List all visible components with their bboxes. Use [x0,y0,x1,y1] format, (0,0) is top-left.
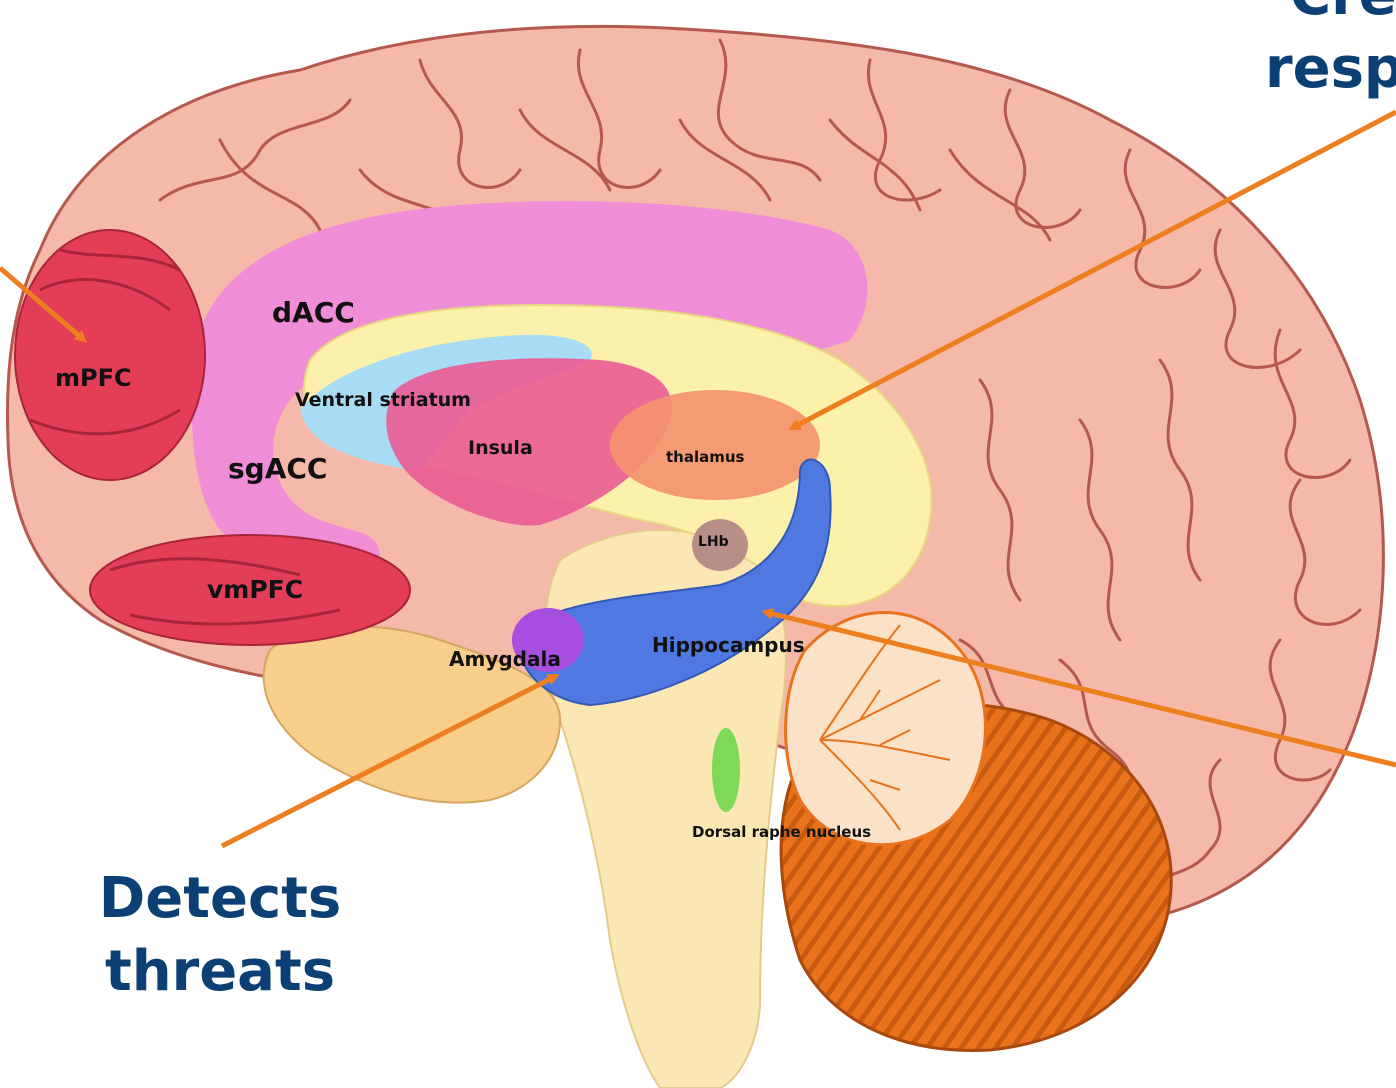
callout-amygdala-line2: threats [105,939,335,1004]
label-dacc: dACC [272,296,355,329]
dorsal-raphe-shape [712,728,740,812]
callout-thalamus-line1: Cre [1290,0,1396,28]
thalamus-shape [610,390,820,500]
label-hippocampus: Hippocampus [652,633,805,657]
callout-amygdala-line1: Detects [99,866,342,931]
label-vmpfc: vmPFC [207,575,303,604]
label-amygdala: Amygdala [449,647,561,671]
label-sgacc: sgACC [228,452,327,485]
label-mpfc: mPFC [55,364,132,392]
callout-thalamus-line2: resp [1265,36,1396,101]
label-lhb: LHb [698,534,729,550]
label-thalamus: thalamus [666,448,745,466]
label-dorsal-raphe: Dorsal raphe nucleus [692,823,871,841]
label-ventral-striatum: Ventral striatum [295,389,471,411]
label-insula: Insula [468,437,533,459]
